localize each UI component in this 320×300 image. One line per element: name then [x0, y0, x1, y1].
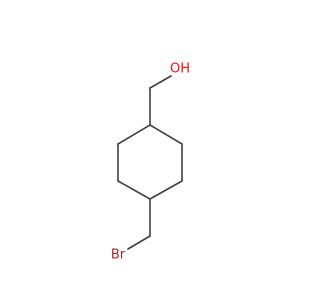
bonds [117, 75, 183, 250]
molecule-structure: OH Br [111, 62, 190, 263]
ring-bond-3 [149, 180, 183, 200]
ring-bond-1 [149, 124, 183, 145]
bond-ch2-oh [149, 75, 172, 89]
ring-bond-4 [117, 180, 151, 200]
hydroxyl-label: OH [170, 62, 190, 77]
molecule-canvas: OH Br [110, 61, 191, 263]
bromine-label: Br [111, 248, 126, 263]
ring-bond-6 [117, 124, 151, 145]
bond-ch2-br [127, 235, 151, 250]
